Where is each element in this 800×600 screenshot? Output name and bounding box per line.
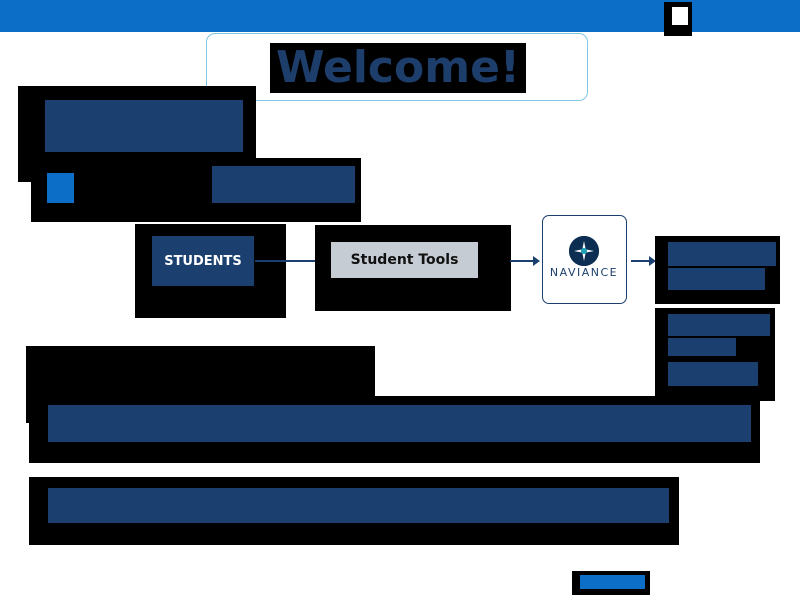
arrow-line-2 xyxy=(510,260,534,262)
checkbox-icon[interactable] xyxy=(47,173,74,203)
arrow-right-icon xyxy=(533,256,540,266)
redacted-button-1[interactable] xyxy=(212,166,355,203)
menu-icon xyxy=(672,7,688,25)
compass-icon xyxy=(569,236,599,266)
student-tools-box[interactable]: Student Tools xyxy=(331,242,478,278)
students-box[interactable]: STUDENTS xyxy=(152,236,254,286)
redacted-bar-2[interactable] xyxy=(48,488,669,523)
redacted-menu-item-5[interactable] xyxy=(668,362,758,386)
redacted-bar-1[interactable] xyxy=(48,405,751,442)
naviance-logo-card[interactable]: NAVIANCE xyxy=(542,215,627,304)
arrow-right-icon xyxy=(649,256,656,266)
arrow-line-3 xyxy=(631,260,649,262)
arrow-line-1 xyxy=(255,260,317,262)
redacted-menu-item-2[interactable] xyxy=(668,268,765,290)
redacted-menu-item-3[interactable] xyxy=(668,314,770,336)
redacted-menu-item-4[interactable] xyxy=(668,338,736,356)
top-menu-button[interactable] xyxy=(664,2,692,36)
redacted-heading-1 xyxy=(45,100,243,152)
redacted-menu-item-1[interactable] xyxy=(668,242,776,266)
page-title: Welcome! xyxy=(270,43,526,93)
redacted-button-2[interactable] xyxy=(580,575,645,589)
naviance-label: NAVIANCE xyxy=(549,266,619,279)
